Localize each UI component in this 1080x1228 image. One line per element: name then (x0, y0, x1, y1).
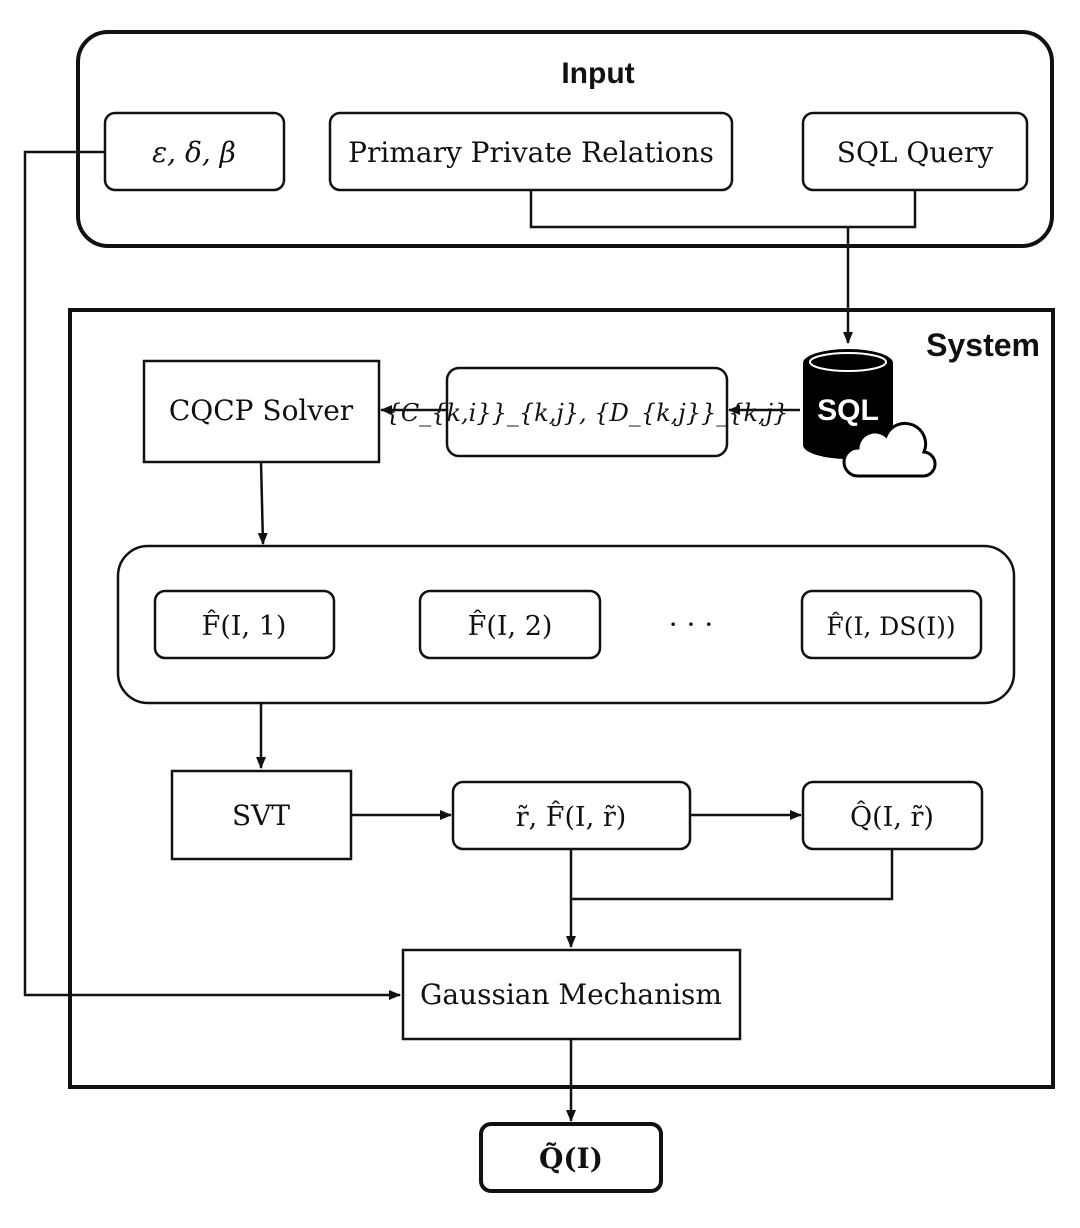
svt-label: SVT (232, 799, 290, 832)
system-frame (68, 308, 1055, 1089)
solver-to-fhat-arrow (257, 461, 268, 545)
system-title: System (926, 327, 1040, 363)
sql-query-box: SQL Query (801, 111, 1029, 192)
gaussian-mechanism-box: Gaussian Mechanism (401, 948, 742, 1041)
f-hat-2-label: F̂(I, 2) (468, 609, 553, 642)
sql-icon-text: SQL (817, 394, 879, 427)
output-box: Q̃(I) (479, 1122, 663, 1193)
f-hat-ds-label: F̂(I, DS(I)) (826, 612, 955, 641)
gaussian-mechanism-label: Gaussian Mechanism (420, 978, 722, 1011)
relations-box: Primary Private Relations (328, 111, 734, 192)
cqcp-solver-box: CQCP Solver (142, 359, 381, 464)
cloud-icon (842, 421, 937, 478)
f-hat-1-label: F̂(I, 1) (202, 609, 287, 642)
sql-database-icon: SQL (803, 349, 937, 478)
q-hat-box: Q̂(I, r̃) (801, 780, 984, 851)
svt-box: SVT (170, 769, 353, 861)
relations-label: Primary Private Relations (348, 136, 714, 169)
qhat-merge-connector (571, 849, 894, 901)
cqcp-solver-label: CQCP Solver (169, 394, 354, 427)
params-box: ε, δ, β (103, 111, 286, 192)
ellipsis: · · · (669, 608, 714, 641)
coefficients-box: {C_{k,i}}_{k,j}, {D_{k,j}}_{k,j} (386, 366, 789, 458)
f-hat-1-box: F̂(I, 1) (153, 589, 336, 660)
params-to-gaussian-arrow (23, 150, 401, 1000)
output-label: Q̃(I) (539, 1142, 603, 1175)
params-label: ε, δ, β (152, 136, 236, 169)
sql-query-label: SQL Query (837, 136, 994, 169)
f-hat-ds-box: F̂(I, DS(I)) (800, 589, 983, 660)
r-tilde-label: r̃, F̂(I, r̃) (516, 800, 627, 833)
r-tilde-box: r̃, F̂(I, r̃) (451, 780, 692, 851)
coefficients-label: {C_{k,i}}_{k,j}, {D_{k,j}}_{k,j} (386, 399, 789, 427)
q-hat-label: Q̂(I, r̃) (850, 800, 934, 833)
input-merge-connector (529, 190, 917, 229)
f-hat-2-box: F̂(I, 2) (418, 589, 602, 660)
input-frame (76, 30, 1054, 248)
input-title: Input (561, 57, 634, 90)
